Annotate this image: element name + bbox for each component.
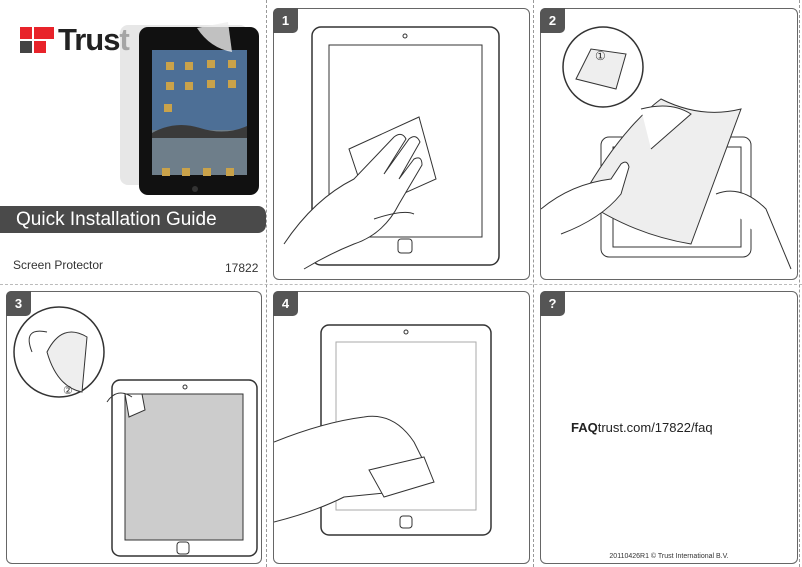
callout-number: ②: [63, 385, 73, 397]
step-3-illustration: [13, 306, 258, 557]
cut-line: [0, 284, 802, 285]
step-badge: 4: [273, 291, 298, 316]
cut-line: [799, 0, 800, 567]
step-2-illustration: [541, 26, 792, 270]
cut-line: [533, 0, 534, 567]
step-2-panel: 2 ①: [540, 8, 798, 280]
step-badge: ?: [540, 291, 565, 316]
product-code: 17822: [225, 261, 259, 275]
faq-panel: ? FAQtrust.com/17822/faq 20110426R1 © Tr…: [540, 291, 798, 564]
step-3-panel: 3 ②: [6, 291, 262, 564]
trust-logo: Trust: [20, 22, 130, 58]
faq-url-link[interactable]: trust.com/17822/faq: [597, 420, 713, 435]
step-4-illustration: [274, 324, 492, 536]
step-4-panel: 4: [273, 291, 530, 564]
trust-logo-mark-icon: [20, 27, 54, 53]
cut-line: [266, 0, 267, 567]
product-name: Screen Protector: [13, 258, 104, 272]
logo-text: Trust: [58, 22, 130, 57]
ipad-product-image: [120, 22, 259, 195]
callout-number: ①: [595, 49, 606, 63]
guide-title: Quick Installation Guide: [0, 206, 266, 233]
footer-copyright: 20110426R1 © Trust International B.V.: [609, 553, 729, 560]
faq-label: FAQ: [571, 420, 598, 435]
step-badge: 2: [540, 8, 565, 33]
step-1-panel: 1: [273, 8, 530, 280]
step-badge: 1: [273, 8, 298, 33]
step-1-illustration: [283, 26, 500, 270]
faq-line: FAQtrust.com/17822/faq: [571, 420, 713, 435]
step-badge: 3: [6, 291, 31, 316]
